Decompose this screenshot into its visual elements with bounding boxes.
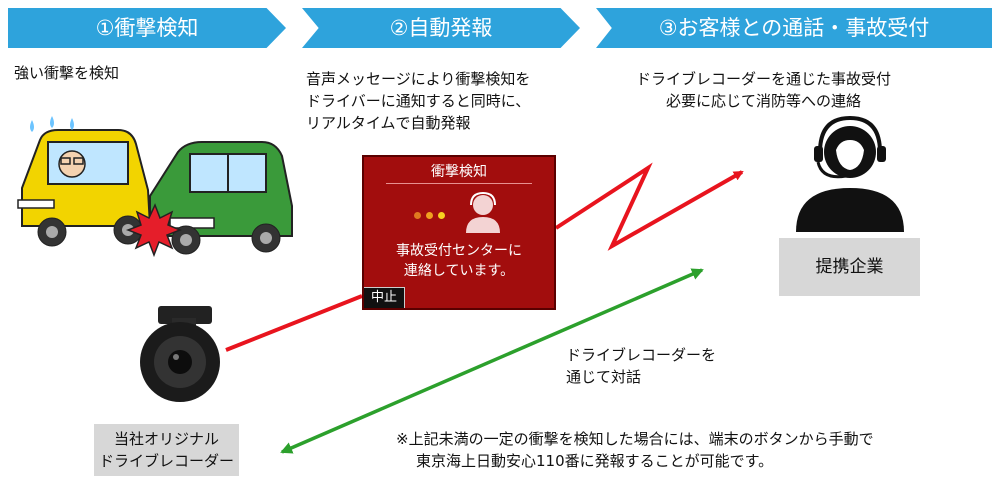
- yellow-car-icon: [17, 116, 152, 247]
- step1-description: 強い衝撃を検知: [14, 62, 119, 84]
- operator-headset-icon: [796, 115, 904, 232]
- status-dot: [438, 212, 445, 219]
- dialogue-label-line: 通じて対話: [566, 368, 642, 386]
- step2-desc-line: ドライバーに通知すると同時に、: [306, 92, 531, 110]
- step2-description: 音声メッセージにより衝撃検知を ドライバーに通知すると同時に、 リアルタイムで自…: [306, 68, 530, 134]
- device-label-line: 当社オリジナル: [113, 430, 219, 448]
- step3-banner: ③お客様との通話・事故受付: [596, 8, 992, 48]
- alert-arrow-dashcam-to-screen: [225, 294, 363, 352]
- step2-label: ②自動発報: [389, 16, 493, 40]
- screen-divider: [386, 183, 532, 184]
- screen-message-line: 連絡しています。: [403, 263, 515, 279]
- dialogue-label-line: ドライブレコーダーを: [566, 346, 717, 364]
- step3-description: ドライブレコーダーを通じた事故受付 必要に応じて消防等への連絡: [636, 68, 891, 112]
- device-label: 当社オリジナル ドライブレコーダー: [94, 424, 239, 476]
- green-car-icon: [149, 141, 293, 255]
- screen-title: 衝撃検知: [431, 164, 487, 180]
- partner-company-label: 提携企業: [779, 238, 920, 296]
- stop-button[interactable]: 中止: [364, 287, 405, 308]
- alert-zigzag-arrow: [554, 162, 744, 251]
- status-dot: [414, 212, 421, 219]
- device-label-line: ドライブレコーダー: [98, 452, 234, 470]
- step3-desc-line: ドライブレコーダーを通じた事故受付: [636, 70, 892, 88]
- footnote-line: ※上記未満の一定の衝撃を検知した場合には、端末のボタンから手動で: [396, 430, 874, 448]
- step3-desc-line: 必要に応じて消防等への連絡: [666, 92, 862, 110]
- dialogue-arrow: [280, 268, 704, 454]
- status-dot: [426, 212, 433, 219]
- dashcam-icon: [140, 306, 220, 402]
- step1-banner: ①衝撃検知: [8, 8, 286, 48]
- operator-icon: [466, 191, 500, 233]
- alert-screen: 衝撃検知 事故受付センターに 連絡しています。 中止: [362, 155, 556, 310]
- impact-burst-icon: [125, 203, 183, 258]
- step2-desc-line: リアルタイムで自動発報: [306, 114, 471, 132]
- step3-label: ③お客様との通話・事故受付: [658, 16, 930, 40]
- screen-message-line: 事故受付センターに: [396, 243, 522, 259]
- step1-desc-line: 強い衝撃を検知: [14, 64, 120, 82]
- step1-label: ①衝撃検知: [95, 16, 199, 40]
- dialogue-label: ドライブレコーダーを 通じて対話: [566, 344, 716, 388]
- screen-message: 事故受付センターに 連絡しています。: [364, 241, 554, 281]
- footnote: ※上記未満の一定の衝撃を検知した場合には、端末のボタンから手動で 東京海上日動安…: [396, 428, 874, 472]
- footnote-line: 東京海上日動安心110番に発報することが可能です。: [416, 452, 774, 470]
- step2-desc-line: 音声メッセージにより衝撃検知を: [306, 70, 531, 88]
- step2-banner: ②自動発報: [302, 8, 580, 48]
